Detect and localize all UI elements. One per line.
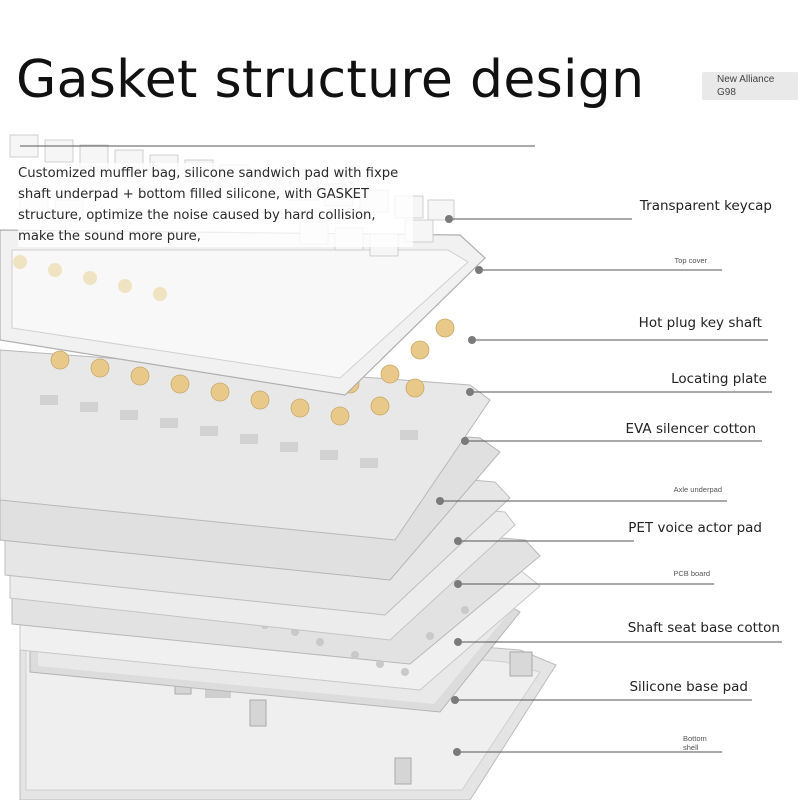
badge-line-2: G98 — [717, 87, 736, 98]
leader-eva-silencer-cotton — [461, 437, 762, 445]
label-bottom-shell-line-1: Bottom — [683, 734, 707, 743]
leader-shaft-seat-base-cotton — [454, 638, 782, 646]
leader-transparent-keycap — [445, 215, 632, 223]
badge-line-1: New Alliance — [717, 74, 775, 85]
label-eva-silencer-cotton: EVA silencer cotton — [625, 421, 756, 437]
leader-bottom-shell — [453, 748, 722, 756]
label-hot-plug-key-shaft: Hot plug key shaft — [638, 315, 762, 331]
label-bottom-shell-line-2: shell — [683, 743, 699, 752]
structure-description: Customized muffler bag, silicone sandwic… — [18, 163, 413, 247]
leader-hot-plug-key-shaft — [468, 336, 768, 344]
leader-axle-underpad — [436, 497, 727, 505]
leader-top-cover — [475, 266, 722, 274]
leader-pcb-board — [454, 580, 714, 588]
leader-silicone-base-pad — [451, 696, 752, 704]
label-transparent-keycap: Transparent keycap — [639, 198, 772, 214]
leader-locating-plate — [466, 388, 772, 396]
leader-pet-voice-actor-pad — [454, 537, 634, 545]
page-title: Gasket structure design — [16, 50, 645, 110]
label-top-cover: Top cover — [674, 256, 707, 265]
label-bottom-shell: Bottom shell — [683, 734, 800, 752]
label-axle-underpad: Axle underpad — [673, 485, 722, 494]
label-pcb-board: PCB board — [673, 569, 710, 578]
model-badge: New Alliance G98 — [702, 72, 798, 100]
label-pet-voice-actor-pad: PET voice actor pad — [628, 520, 762, 536]
label-shaft-seat-base-cotton: Shaft seat base cotton — [627, 620, 780, 636]
label-silicone-base-pad: Silicone base pad — [629, 679, 748, 695]
label-locating-plate: Locating plate — [671, 371, 767, 387]
